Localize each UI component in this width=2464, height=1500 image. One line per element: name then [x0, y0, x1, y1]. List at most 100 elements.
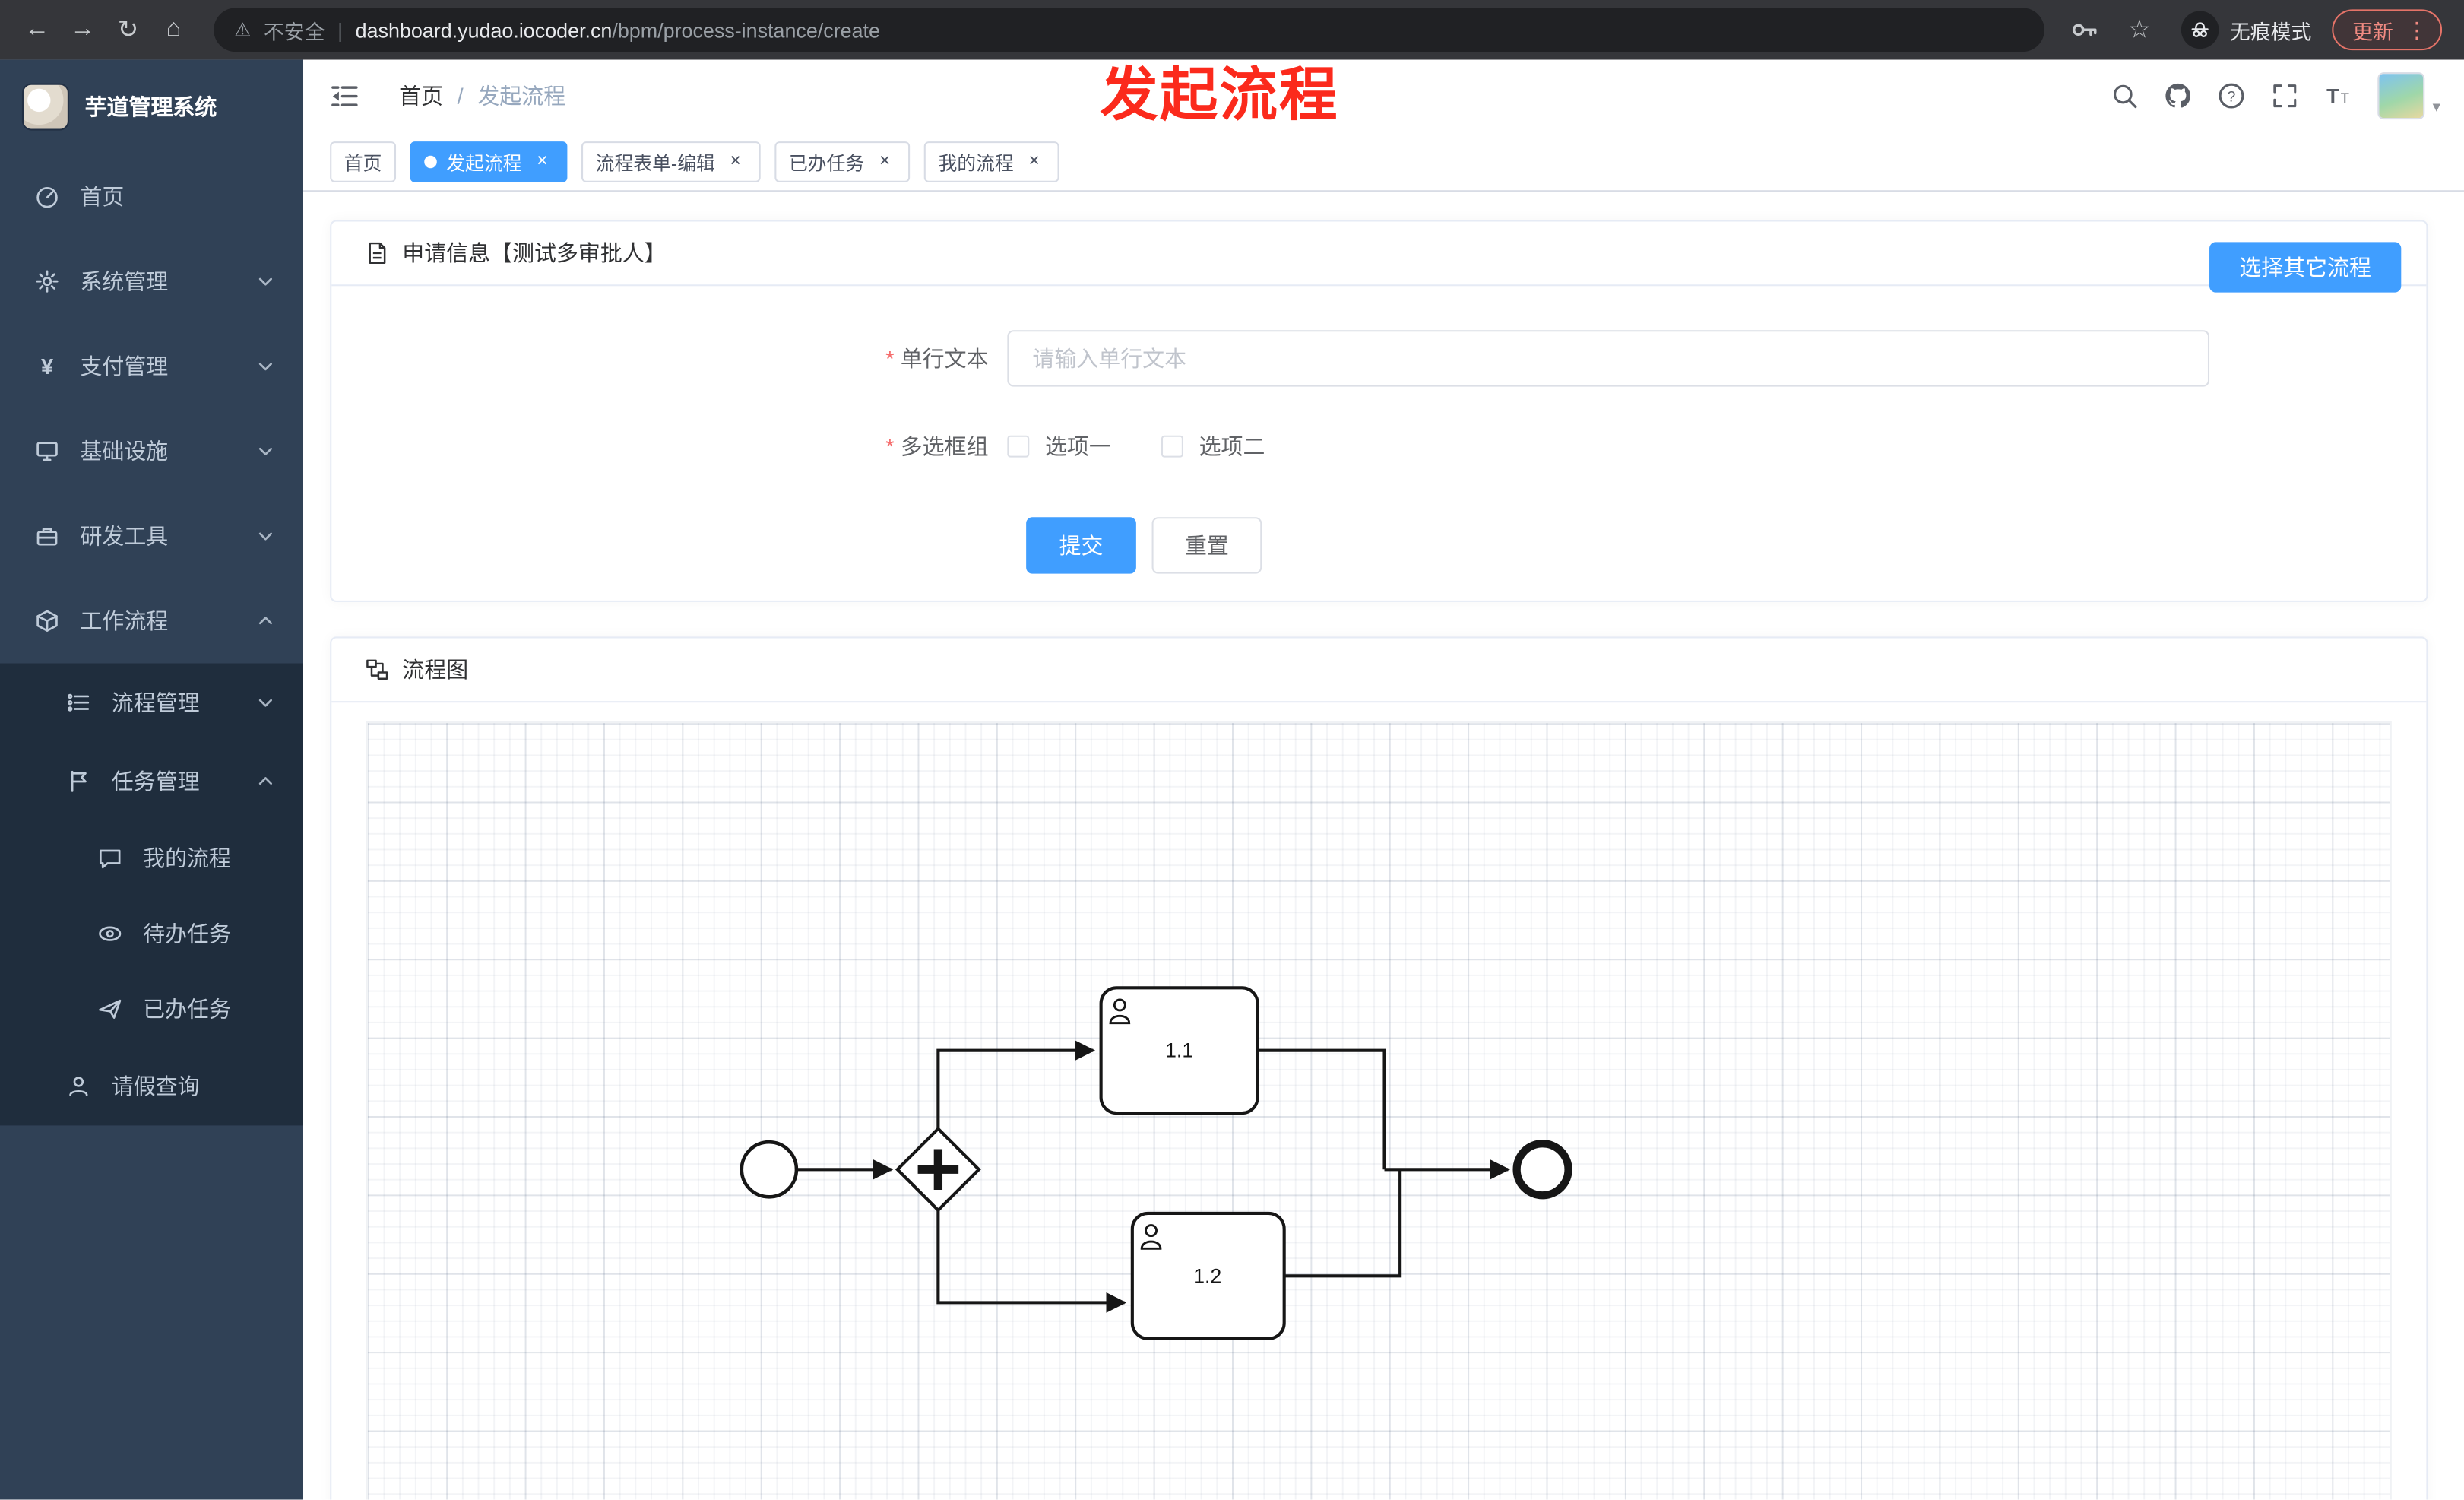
bpmn-diagram: 1.1 1.2 [740, 986, 1572, 1340]
apply-card-header: 申请信息【测试多审批人】 [331, 222, 2427, 287]
sidebar-item-label: 研发工具 [80, 523, 169, 549]
user-task-icon [1109, 998, 1131, 1025]
help-icon[interactable]: ? [2217, 82, 2245, 110]
sidebar-item-infrastructure[interactable]: 基础设施 [0, 409, 303, 494]
tab-my-processes[interactable]: 我的流程 × [923, 141, 1059, 182]
chevron-down-icon [256, 442, 275, 461]
yen-icon: ¥ [40, 354, 54, 379]
tab-label: 首页 [344, 151, 382, 174]
tab-label: 流程表单-编辑 [595, 151, 715, 174]
breadcrumb-home[interactable]: 首页 [399, 83, 444, 109]
apply-card-title: 申请信息【测试多审批人】 [402, 240, 667, 266]
tag-tabs-bar: 首页 发起流程 × 流程表单-编辑 × 已办任务 × 我的流程 × [303, 132, 2464, 192]
bookmark-star-icon[interactable]: ☆ [2128, 17, 2151, 44]
sidebar-item-workflow[interactable]: 工作流程 [0, 579, 303, 664]
single-text-input[interactable] [1007, 330, 2210, 387]
task-label: 1.1 [1165, 1039, 1193, 1062]
sidebar-item-done-tasks[interactable]: 已办任务 [0, 972, 303, 1047]
tab-start-process[interactable]: 发起流程 × [410, 141, 568, 182]
sidebar-item-label: 系统管理 [80, 268, 169, 294]
key-icon[interactable] [2070, 16, 2098, 44]
tab-label: 发起流程 [446, 151, 522, 174]
svg-text:T: T [2326, 84, 2339, 107]
address-bar[interactable]: ⚠ 不安全 | dashboard.yudao.iocoder.cn/bpm/p… [214, 8, 2044, 52]
sidebar-item-task-management[interactable]: 任务管理 [0, 742, 303, 820]
sidebar-item-process-management[interactable]: 流程管理 [0, 664, 303, 742]
chrome-update-button[interactable]: 更新 ⋮ [2332, 9, 2443, 51]
browser-menu-kebab-icon[interactable]: ⋮ [2405, 16, 2428, 42]
checkbox-box[interactable] [1007, 435, 1030, 458]
required-mark: * [885, 345, 895, 371]
user-avatar-menu[interactable]: ▾ [2377, 72, 2440, 120]
close-icon[interactable]: × [1028, 149, 1040, 172]
back-icon[interactable]: ← [24, 15, 50, 43]
chevron-down-icon [256, 272, 275, 291]
reload-icon[interactable]: ↻ [117, 17, 139, 44]
sidebar-item-label: 已办任务 [143, 996, 231, 1022]
breadcrumb: 首页 / 发起流程 [399, 80, 565, 111]
start-event-node[interactable] [740, 1140, 799, 1199]
sidebar-item-label: 待办任务 [143, 921, 231, 947]
end-event-node[interactable] [1512, 1140, 1572, 1200]
top-navbar: 首页 / 发起流程 ? [303, 60, 2464, 132]
url-text: dashboard.yudao.iocoder.cn/bpm/process-i… [356, 18, 880, 42]
forward-icon[interactable]: → [70, 15, 96, 43]
checkbox-option-2[interactable]: 选项二 [1161, 431, 1265, 462]
checkbox-option-1[interactable]: 选项一 [1007, 431, 1111, 462]
sidebar-item-payment[interactable]: ¥ 支付管理 [0, 324, 303, 409]
app-logo-image [21, 83, 69, 131]
fullscreen-icon[interactable] [2271, 82, 2299, 110]
user-task-node-1[interactable]: 1.1 [1099, 986, 1259, 1115]
url-domain: dashboard.yudao.iocoder.cn [355, 17, 613, 42]
home-icon[interactable]: ⌂ [166, 15, 182, 43]
submit-button[interactable]: 提交 [1026, 517, 1136, 574]
sidebar: 芋道管理系统 首页 系统管理 ¥ 支付管理 [0, 59, 304, 1500]
breadcrumb-current: 发起流程 [477, 83, 566, 109]
sidebar-item-label: 任务管理 [111, 769, 200, 794]
incognito-indicator: 无痕模式 [2181, 11, 2311, 49]
flow-gateway-to-task1[interactable] [936, 1040, 1096, 1132]
close-icon[interactable]: × [537, 149, 548, 172]
sidebar-item-label: 我的流程 [143, 845, 231, 871]
caret-down-icon: ▾ [2432, 99, 2440, 117]
breadcrumb-separator: / [457, 83, 464, 109]
flow-gateway-to-task2[interactable] [936, 1207, 1127, 1313]
select-other-process-button[interactable]: 选择其它流程 [2209, 242, 2402, 293]
flow-task1-to-merge[interactable] [1257, 1048, 1386, 1170]
active-tab-dot [424, 155, 437, 169]
checkbox-box[interactable] [1161, 435, 1183, 458]
parallel-gateway-node[interactable] [895, 1126, 981, 1213]
sidebar-fold-icon[interactable] [327, 78, 361, 113]
sidebar-item-devtools[interactable]: 研发工具 [0, 493, 303, 579]
sidebar-item-label: 请假查询 [111, 1073, 200, 1099]
github-icon[interactable] [2164, 82, 2192, 110]
sidebar-item-label: 首页 [80, 183, 125, 209]
bpmn-canvas[interactable]: 1.1 1.2 [366, 721, 2392, 1500]
checkbox-group-label: *多选框组 [885, 433, 989, 459]
required-mark: * [885, 433, 895, 459]
chevron-up-icon [256, 772, 275, 791]
incognito-icon [2181, 11, 2219, 49]
sidebar-item-todo-tasks[interactable]: 待办任务 [0, 896, 303, 972]
tab-home[interactable]: 首页 [330, 141, 397, 182]
not-secure-warning-icon: ⚠ [234, 18, 252, 41]
app-title: 芋道管理系统 [84, 94, 217, 120]
tab-process-form-edit[interactable]: 流程表单-编辑 × [581, 141, 761, 182]
apply-info-card: 申请信息【测试多审批人】 选择其它流程 *单行文本 *多选框组 选项一 [330, 220, 2428, 602]
user-task-node-2[interactable]: 1.2 [1130, 1211, 1286, 1340]
app-logo[interactable]: 芋道管理系统 [0, 60, 303, 154]
sidebar-item-home[interactable]: 首页 [0, 154, 303, 239]
chevron-up-icon [256, 611, 275, 630]
flow-task2-to-merge[interactable] [1284, 1169, 1402, 1278]
sidebar-item-leave-query[interactable]: 请假查询 [0, 1047, 303, 1125]
tab-done-tasks[interactable]: 已办任务 × [774, 141, 911, 182]
close-icon[interactable]: × [879, 149, 891, 172]
sidebar-item-my-processes[interactable]: 我的流程 [0, 820, 303, 896]
sidebar-item-label: 支付管理 [80, 354, 169, 379]
sidebar-item-system[interactable]: 系统管理 [0, 239, 303, 324]
paper-plane-icon [97, 997, 122, 1022]
reset-button[interactable]: 重置 [1151, 517, 1262, 574]
search-icon[interactable] [2111, 82, 2139, 110]
close-icon[interactable]: × [730, 149, 741, 172]
